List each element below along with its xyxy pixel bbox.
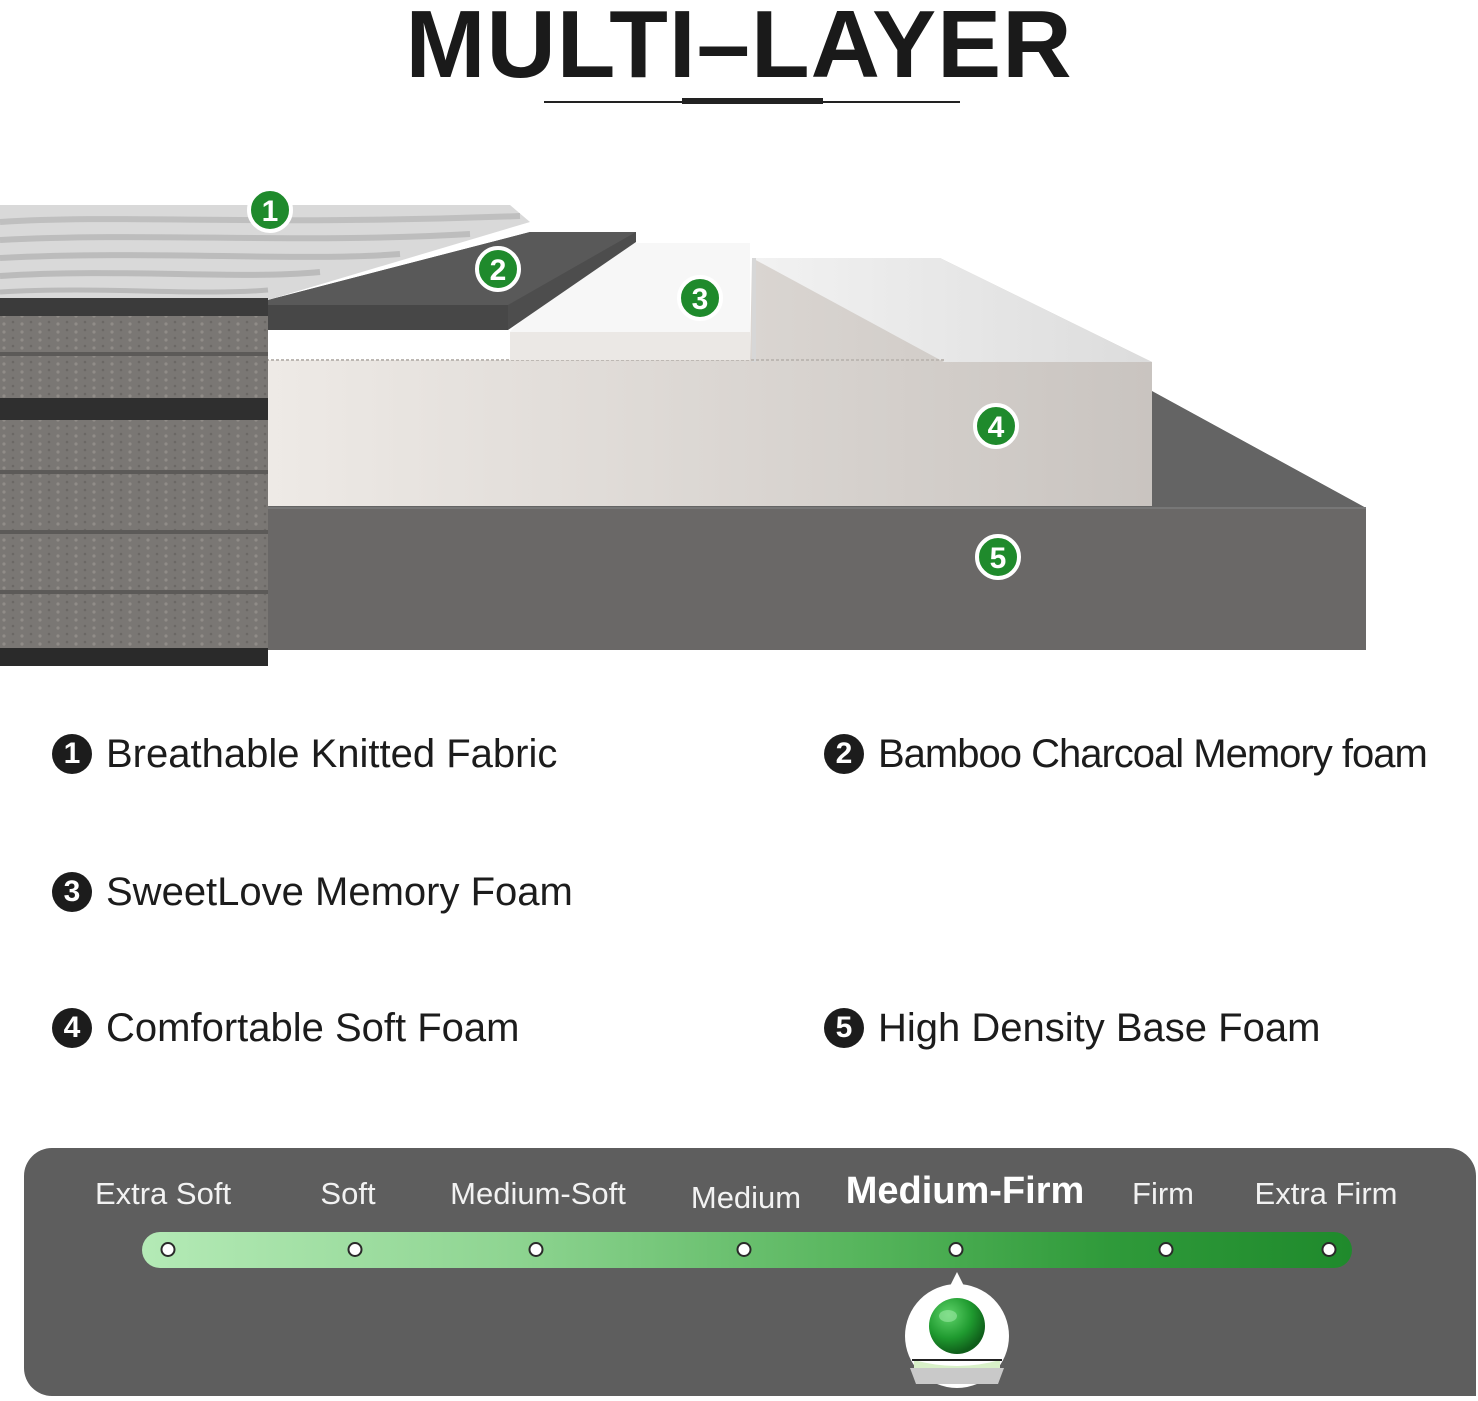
legend-item-3: 3 SweetLove Memory Foam <box>52 866 573 918</box>
firmness-label-medium: Medium <box>690 1180 802 1215</box>
layer-4-soft-foam <box>266 258 1152 506</box>
legend-number: 2 <box>824 734 864 774</box>
svg-text:4: 4 <box>988 411 1005 444</box>
svg-text:5: 5 <box>990 542 1007 575</box>
layer-1-knitted-fabric <box>0 205 530 666</box>
firmness-dot-firm <box>1158 1242 1174 1257</box>
layer-2-charcoal-foam <box>268 232 636 330</box>
legend-number: 1 <box>52 734 92 774</box>
mattress-illustration: 1 2 3 4 5 <box>0 150 1478 680</box>
firmness-label-firm: Firm <box>1132 1176 1194 1211</box>
page-title: MULTI–LAYER <box>405 0 1073 98</box>
title-underline-accent <box>682 98 823 104</box>
firmness-label-medium-firm: Medium-Firm <box>845 1170 1085 1212</box>
layer-badge-1: 1 <box>247 187 293 233</box>
svg-text:1: 1 <box>262 195 279 228</box>
firmness-label-soft: Soft <box>320 1176 376 1211</box>
legend-label: SweetLove Memory Foam <box>106 869 573 914</box>
legend-item-2: 2 Bamboo Charcoal Memory foam <box>824 728 1428 780</box>
firmness-dot-medium-firm <box>948 1242 964 1257</box>
layer-badge-5: 5 <box>975 534 1021 580</box>
legend-label: Breathable Knitted Fabric <box>106 731 558 776</box>
legend-item-4: 4 Comfortable Soft Foam <box>52 1002 520 1054</box>
legend-item-5: 5 High Density Base Foam <box>824 1002 1320 1054</box>
firmness-dot-medium <box>736 1242 752 1257</box>
legend-item-1: 1 Breathable Knitted Fabric <box>52 728 557 780</box>
legend-label: High Density Base Foam <box>878 1005 1321 1050</box>
firmness-dot-extra-soft <box>160 1242 176 1257</box>
firmness-scale-panel: Extra Soft Soft Medium-Soft Medium Mediu… <box>24 1148 1476 1396</box>
legend-number: 4 <box>52 1008 92 1048</box>
firmness-indicator-icon <box>902 1268 1012 1396</box>
svg-text:3: 3 <box>692 283 709 316</box>
legend-number: 5 <box>824 1008 864 1048</box>
firmness-label-extra-firm: Extra Firm <box>1254 1176 1398 1211</box>
legend-label: Bamboo Charcoal Memory foam <box>878 731 1428 776</box>
firmness-label-medium-soft: Medium-Soft <box>450 1176 626 1211</box>
legend-number: 3 <box>52 872 92 912</box>
legend-label: Comfortable Soft Foam <box>106 1005 520 1050</box>
firmness-dot-soft <box>347 1242 363 1257</box>
layer-badge-2: 2 <box>475 246 521 292</box>
layer-badge-3: 3 <box>677 275 723 321</box>
firmness-label-extra-soft: Extra Soft <box>94 1176 232 1211</box>
firmness-dot-extra-firm <box>1321 1242 1337 1257</box>
svg-text:2: 2 <box>490 254 507 287</box>
firmness-dot-medium-soft <box>528 1242 544 1257</box>
layer-badge-4: 4 <box>973 403 1019 449</box>
